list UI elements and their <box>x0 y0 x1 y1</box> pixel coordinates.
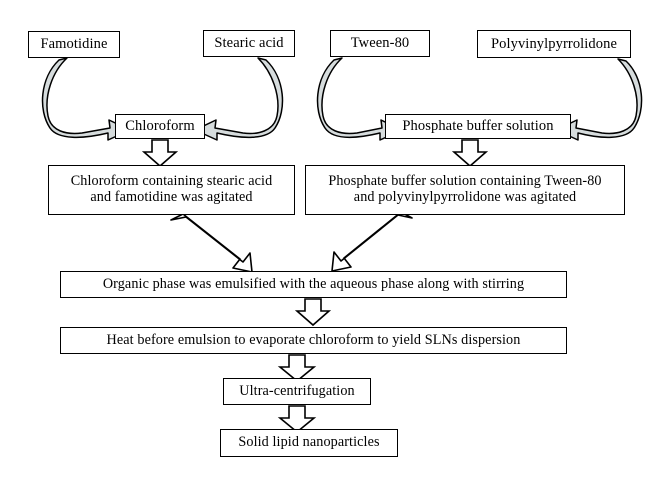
node-famotidine-label: Famotidine <box>40 36 108 53</box>
node-solid-lipid-nanoparticles: Solid lipid nanoparticles <box>220 429 398 457</box>
node-chloroform: Chloroform <box>115 114 205 139</box>
node-ultra-centrifugation-label: Ultra-centrifugation <box>239 382 355 399</box>
node-polyvinylpyrrolidone: Polyvinylpyrrolidone <box>477 30 631 58</box>
arrow-aq-phase-to-emulsify <box>331 211 413 272</box>
node-organic-phase-agitated-label: Chloroform containing stearic acid and f… <box>70 173 273 205</box>
arrow-heat-to-ultracentrifuge <box>277 354 317 383</box>
node-emulsification-step-label: Organic phase was emulsified with the aq… <box>102 275 525 292</box>
node-heating-step: Heat before emulsion to evaporate chloro… <box>60 327 567 354</box>
arrow-stearic-acid-to-chloroform <box>194 57 284 141</box>
arrow-pbs-to-aq-phase <box>451 139 489 168</box>
node-chloroform-label: Chloroform <box>125 118 195 135</box>
node-phosphate-buffer-solution: Phosphate buffer solution <box>385 114 571 139</box>
arrow-emulsify-to-heat <box>294 298 332 327</box>
node-polyvinylpyrrolidone-label: Polyvinylpyrrolidone <box>490 35 618 52</box>
node-phosphate-buffer-solution-label: Phosphate buffer solution <box>402 118 554 135</box>
arrow-chloroform-to-org-phase <box>141 139 179 168</box>
node-heating-step-label: Heat before emulsion to evaporate chloro… <box>106 331 521 348</box>
arrow-ultracentrifuge-to-slns <box>277 405 317 434</box>
node-ultra-centrifugation: Ultra-centrifugation <box>223 378 371 405</box>
node-famotidine: Famotidine <box>28 31 120 58</box>
node-stearic-acid: Stearic acid <box>203 30 295 57</box>
node-stearic-acid-label: Stearic acid <box>214 35 284 52</box>
node-tween-80-label: Tween-80 <box>350 35 410 52</box>
node-tween-80: Tween-80 <box>330 30 430 57</box>
node-aqueous-phase-agitated-label: Phosphate buffer solution containing Twe… <box>328 173 602 205</box>
node-aqueous-phase-agitated: Phosphate buffer solution containing Twe… <box>305 165 625 215</box>
node-emulsification-step: Organic phase was emulsified with the aq… <box>60 271 567 298</box>
node-solid-lipid-nanoparticles-label: Solid lipid nanoparticles <box>238 434 380 451</box>
arrow-org-phase-to-emulsify <box>170 213 253 273</box>
node-organic-phase-agitated: Chloroform containing stearic acid and f… <box>48 165 295 215</box>
